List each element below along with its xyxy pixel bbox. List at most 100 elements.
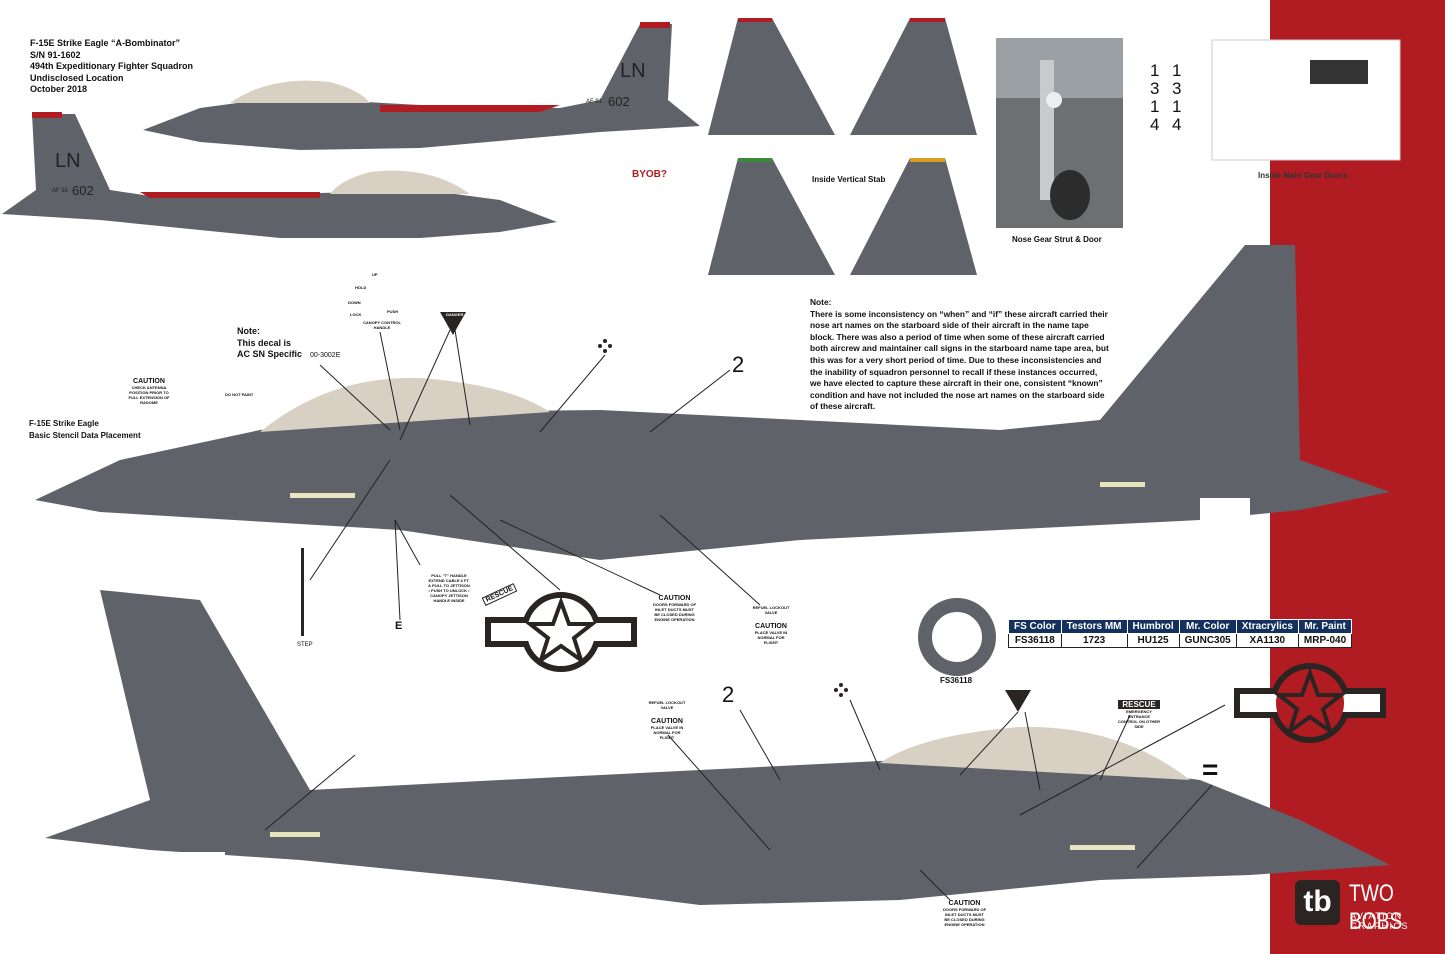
value-cell: FS36118 xyxy=(1008,633,1062,648)
value-cell: 1723 xyxy=(1060,633,1128,648)
tail-code: LN xyxy=(620,60,646,82)
nose-gear-photo xyxy=(996,38,1123,228)
info-line: 494th Expeditionary Fighter Squadron xyxy=(30,61,194,71)
caution-refuel-stencil: REFUEL LOCKOUT VALVE CAUTION PLACE VALVE… xyxy=(750,605,792,645)
dots-icon xyxy=(598,339,848,697)
refuel-top: REFUEL LOCKOUT VALVE xyxy=(648,700,686,710)
ring-caption: FS36118 xyxy=(940,676,973,685)
caution-radome-stencil: CAUTION CHECK ANTENNA POSITION PRIOR TO … xyxy=(125,378,173,405)
caution-inlet-stencil: CAUTION DOORS FORWARD OF INLET DUCTS MUS… xyxy=(652,595,697,622)
info-line: October 2018 xyxy=(30,84,88,94)
header-cell: Humbrol xyxy=(1126,619,1180,634)
header-cell: FS Color xyxy=(1008,619,1062,634)
jettison-stencil: PULL "T" HANDLE EXTEND CABLE 6 FT. & PUL… xyxy=(428,573,470,603)
digit: 4 xyxy=(1172,115,1182,134)
tail-number: 602 xyxy=(72,183,94,198)
byob-label: BYOB? xyxy=(632,169,667,180)
caution-body: PLACE VALVE IN NORMAL FOR FLIGHT xyxy=(650,725,684,740)
side-jet-starboard xyxy=(45,590,1390,905)
caution-inlet-stencil: CAUTION DOORS FORWARD OF INLET DUCTS MUS… xyxy=(942,900,987,927)
digit: 1 xyxy=(1150,97,1160,116)
caution-title: CAUTION xyxy=(948,900,981,907)
caution-title: CAUTION xyxy=(658,595,691,602)
vertical-stabs xyxy=(708,18,977,275)
digit: 3 xyxy=(1150,79,1160,98)
canopy-up: UP xyxy=(372,272,378,277)
header-cell: Xtracrylics xyxy=(1235,619,1299,634)
note-title: Note: xyxy=(810,297,832,307)
tail-number: 602 xyxy=(608,94,630,109)
rescue-stencil: RESCUE EMERGENCY ENTRANCE CONTROL ON OTH… xyxy=(1118,700,1160,729)
two-bobs-logo-icon: tb xyxy=(1295,880,1340,925)
sn-note: Note: This decal is AC SN Specific xyxy=(237,326,302,361)
title-line: F-15E Strike Eagle xyxy=(29,419,99,428)
digit: 3 xyxy=(1172,79,1182,98)
value-cell: HU125 xyxy=(1126,633,1180,648)
aircraft-info: F-15E Strike Eagle “A-Bombinator” S/N 91… xyxy=(30,38,193,96)
danger-triangle-icon xyxy=(1005,690,1031,712)
value-cell: GUNC305 xyxy=(1178,633,1237,648)
main-gear-door xyxy=(1211,39,1401,161)
sn-code: 00-3002E xyxy=(310,352,341,359)
note-line: This decal is xyxy=(237,337,292,348)
caution-body: DOORS FORWARD OF INLET DUCTS MUST BE CLO… xyxy=(942,907,987,927)
digit: 4 xyxy=(1150,115,1160,134)
caution-body: DOORS FORWARD OF INLET DUCTS MUST BE CLO… xyxy=(652,602,697,622)
value-cell: XA1130 xyxy=(1235,633,1299,648)
leader-lines xyxy=(264,329,1226,901)
info-line: F-15E Strike Eagle “A-Bombinator” xyxy=(30,38,181,48)
e-mark: E xyxy=(395,620,403,632)
rescue-label: RESCUE xyxy=(1118,700,1160,709)
digit: 1 xyxy=(1172,97,1182,116)
number-two-decal: 2 xyxy=(722,682,735,707)
tail-code: LN xyxy=(55,150,81,172)
value-cell: MRP-040 xyxy=(1297,633,1353,648)
note-line: Note: xyxy=(237,326,260,336)
caution-body: CHECK ANTENNA POSITION PRIOR TO FULL EXT… xyxy=(128,385,170,405)
canopy-hold: HOLD xyxy=(355,285,367,290)
title-line: Basic Stencil Data Placement xyxy=(29,430,141,440)
rescue-body: EMERGENCY ENTRANCE CONTROL ON OTHER SIDE xyxy=(1118,709,1160,729)
brand-subtitle: AVIATION GRAPHICS xyxy=(1350,911,1410,931)
do-not-paint-stencil: DO NOT PAINT xyxy=(225,392,254,397)
top-jet-port xyxy=(143,22,700,150)
digit: 1 xyxy=(1172,61,1182,80)
refuel-top: REFUEL LOCKOUT VALVE xyxy=(752,605,790,615)
equals-decal: = xyxy=(1202,754,1219,785)
roundel-national-insignia xyxy=(485,592,637,672)
tail-small-serial: AF 91 xyxy=(52,188,69,194)
number-two-decal: 2 xyxy=(732,352,745,377)
side-jet-port xyxy=(35,245,1390,560)
note-line: AC SN Specific xyxy=(237,349,303,359)
header-cell: Testors MM xyxy=(1060,619,1128,634)
nose-gear-caption: Nose Gear Strut & Door xyxy=(1012,235,1102,244)
digit: 1 xyxy=(1150,61,1160,80)
starboard-note: Note: There is some inconsistency on “wh… xyxy=(810,297,1110,413)
top-jet-starboard xyxy=(2,112,557,238)
caution-body: PLACE VALVE IN NORMAL FOR FLIGHT xyxy=(754,630,788,645)
caution-title: CAUTION xyxy=(651,718,683,725)
canopy-handle-stencil: CANOPY CONTROL HANDLE xyxy=(363,320,401,330)
caution-title: CAUTION xyxy=(755,623,787,630)
danger-label: DANGER xyxy=(446,312,464,317)
canopy-down: DOWN xyxy=(348,300,361,305)
vertical-stab-caption: Inside Vertical Stab xyxy=(812,175,886,184)
header-cell: Mr. Color xyxy=(1178,619,1237,634)
caution-title: CAUTION xyxy=(133,378,165,385)
info-line: S/N 91-1602 xyxy=(30,49,81,60)
step-stripe xyxy=(301,548,304,636)
info-line: Undisclosed Location xyxy=(30,72,124,83)
step-label: STEP xyxy=(297,642,313,648)
canopy-push: PUSH xyxy=(387,309,399,314)
canopy-lock: LOCK xyxy=(350,312,362,317)
roundel-red-variant xyxy=(1234,663,1386,743)
danger-triangle-icon xyxy=(440,312,466,335)
tail-small-serial: AF 91 xyxy=(586,99,603,105)
fs36118-color-ring xyxy=(918,598,996,676)
note-body: There is some inconsistency on “when” an… xyxy=(810,308,1109,412)
